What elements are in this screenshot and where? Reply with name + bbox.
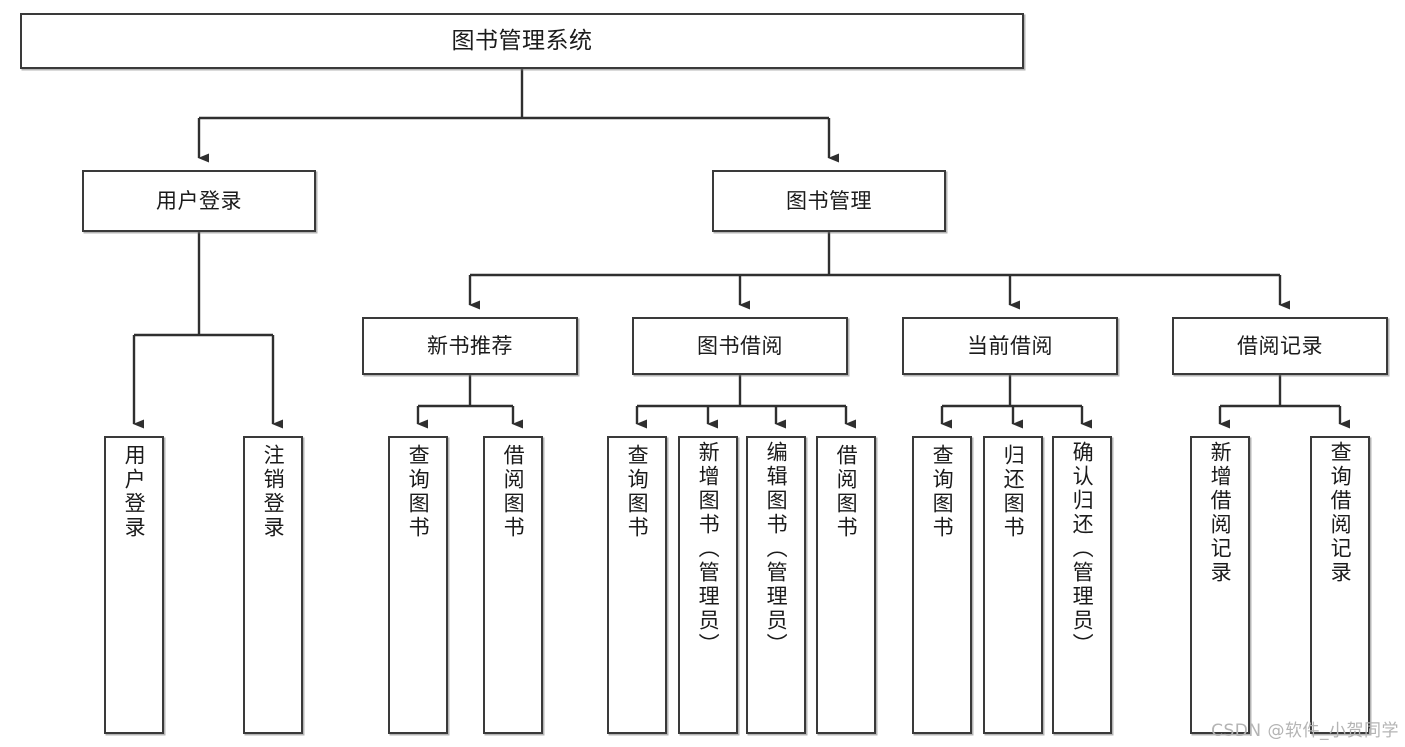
leaves-box[interactable]: 借阅图书 bbox=[483, 436, 543, 734]
leaves-box[interactable]: 查询借阅记录 bbox=[1310, 436, 1370, 734]
node-label: 新增图书（管理员） bbox=[696, 441, 721, 657]
node-label: 查询图书 bbox=[406, 444, 431, 540]
leaves-box[interactable]: 查询图书 bbox=[388, 436, 448, 734]
node-label: 借阅图书 bbox=[834, 444, 859, 540]
node-label: 用户登录 bbox=[156, 188, 242, 213]
node-label: 查询图书 bbox=[625, 444, 650, 540]
node-label: 图书借阅 bbox=[697, 333, 783, 358]
node-label: 新书推荐 bbox=[427, 333, 513, 358]
level2-box[interactable]: 图书管理 bbox=[712, 170, 946, 232]
node-label: 确认归还（管理员） bbox=[1070, 441, 1095, 657]
node-label: 借阅记录 bbox=[1237, 333, 1323, 358]
node-label: 用户登录 bbox=[122, 444, 147, 540]
leaves-box[interactable]: 新增借阅记录 bbox=[1190, 436, 1250, 734]
level3-box[interactable]: 当前借阅 bbox=[902, 317, 1118, 375]
node-label: 借阅图书 bbox=[501, 444, 526, 540]
leaves-box[interactable]: 注销登录 bbox=[243, 436, 303, 734]
root-label: 图书管理系统 bbox=[451, 27, 593, 54]
level3-box[interactable]: 图书借阅 bbox=[632, 317, 848, 375]
leaves-box[interactable]: 新增图书（管理员） bbox=[678, 436, 738, 734]
root-box[interactable]: 图书管理系统 bbox=[20, 13, 1024, 69]
leaves-box[interactable]: 借阅图书 bbox=[816, 436, 876, 734]
node-label: 新增借阅记录 bbox=[1208, 441, 1233, 585]
node-label: 图书管理 bbox=[786, 188, 872, 213]
leaves-box[interactable]: 确认归还（管理员） bbox=[1052, 436, 1112, 734]
leaves-box[interactable]: 编辑图书（管理员） bbox=[746, 436, 806, 734]
leaves-box[interactable]: 归还图书 bbox=[983, 436, 1043, 734]
node-label: 归还图书 bbox=[1001, 444, 1026, 540]
node-label: 当前借阅 bbox=[967, 333, 1053, 358]
level3-box[interactable]: 新书推荐 bbox=[362, 317, 578, 375]
node-label: 注销登录 bbox=[261, 444, 286, 540]
level3-box[interactable]: 借阅记录 bbox=[1172, 317, 1388, 375]
leaves-box[interactable]: 查询图书 bbox=[912, 436, 972, 734]
watermark-text: CSDN @软件_小贺同学 bbox=[1211, 721, 1399, 741]
node-label: 编辑图书（管理员） bbox=[764, 441, 789, 657]
node-label: 查询借阅记录 bbox=[1328, 441, 1353, 585]
node-label: 查询图书 bbox=[930, 444, 955, 540]
leaves-box[interactable]: 用户登录 bbox=[104, 436, 164, 734]
leaves-box[interactable]: 查询图书 bbox=[607, 436, 667, 734]
level2-box[interactable]: 用户登录 bbox=[82, 170, 316, 232]
